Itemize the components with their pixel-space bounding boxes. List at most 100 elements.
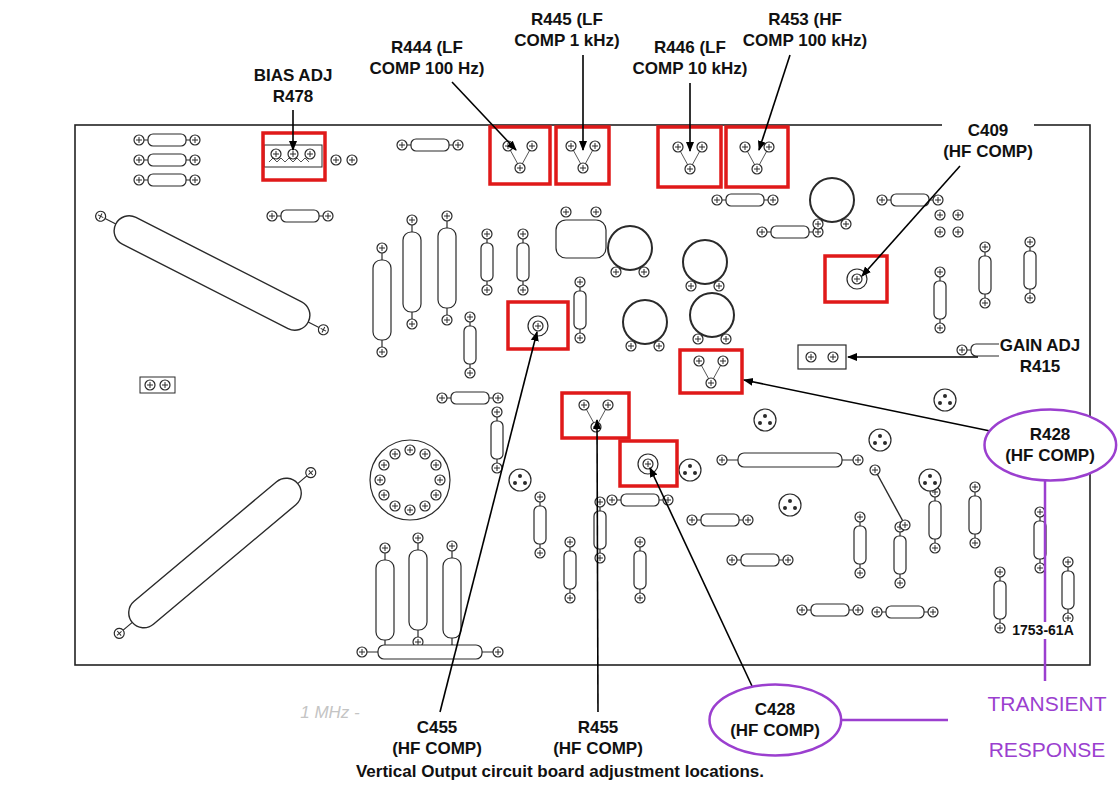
highlight-box [508, 302, 568, 349]
board-number: 1753-61A [1011, 622, 1075, 639]
resistor-symbol [969, 482, 981, 548]
resistor-symbol [437, 392, 503, 404]
pad-cluster [935, 210, 963, 237]
line-spacer [796, 699, 821, 720]
line-spacer [604, 9, 621, 30]
leader-arrow [452, 82, 516, 150]
resistor-symbol [534, 492, 546, 558]
line-spacer [729, 699, 754, 720]
resistor-symbol [757, 226, 823, 238]
part-label: R445 (LF COMP 1 kHz) [513, 9, 621, 51]
trimmer-capacitor [528, 316, 548, 336]
resistor-symbol [267, 210, 333, 222]
trimmer-resistor [579, 400, 613, 432]
capacitor-symbol [690, 293, 734, 344]
handwritten-note: 1 MHz - [299, 702, 361, 723]
resistor-symbol [894, 522, 906, 588]
line-spacer [942, 120, 967, 141]
part-label: C409 (HF COMP) [942, 120, 1034, 162]
line-spacer [369, 37, 391, 58]
trimmer-capacitor [638, 454, 658, 474]
highlight-box [263, 133, 325, 180]
leader-arrow [440, 332, 537, 712]
capacitor-symbol [556, 207, 606, 258]
line-spacer [458, 717, 483, 738]
ic-socket [370, 440, 450, 520]
resistor-symbol [438, 211, 456, 325]
bracket-line [1044, 476, 1047, 688]
part-label: R455 (HF COMP) [552, 717, 644, 759]
line-spacer [742, 9, 768, 30]
part-label: R444 (LF COMP 100 Hz) [369, 37, 486, 79]
board-outline [75, 125, 1090, 665]
line-spacer [1071, 424, 1096, 445]
trimmer-resistor [740, 142, 774, 174]
highlight-box [620, 441, 677, 486]
leader-arrow [292, 110, 294, 150]
callout-ellipse: C428 (HF COMP) [708, 683, 843, 757]
resistor-symbol [854, 512, 866, 578]
leader-arrow [689, 83, 691, 151]
leader-arrow [848, 356, 978, 358]
line-spacer [391, 717, 416, 738]
transistor-symbol [509, 469, 531, 491]
line-spacer [619, 717, 644, 738]
resistor-symbol [727, 554, 793, 566]
power-resistor [106, 458, 324, 648]
resistor-symbol [517, 229, 529, 295]
highlight-box [680, 350, 742, 393]
resistor-symbol [574, 277, 586, 343]
capacitor-symbol [810, 178, 854, 229]
resistor-symbol [403, 215, 421, 329]
resistor-symbol [373, 243, 391, 357]
resistor-symbol [712, 194, 778, 206]
highlight-boxes [263, 127, 887, 486]
line-spacer [464, 37, 486, 58]
line-spacer [513, 9, 530, 30]
transistor-symbol [679, 459, 701, 481]
highlight-box [726, 127, 788, 187]
transistor-symbol [869, 429, 891, 451]
leader-arrow [582, 55, 584, 150]
resistor-symbol [872, 606, 938, 618]
highlight-box [490, 127, 550, 184]
leader-arrow [744, 380, 995, 432]
part-label: C455 (HF COMP) [391, 717, 483, 759]
leader-arrow [650, 468, 752, 686]
resistor-symbol [397, 139, 463, 151]
resistor-symbol [134, 154, 200, 166]
transistor-symbol [934, 389, 956, 411]
leader-arrow [862, 166, 960, 276]
resistor-symbol [376, 543, 394, 657]
resistor-symbol [481, 229, 493, 295]
capacitor-symbol [623, 300, 667, 351]
leader-arrow [597, 420, 598, 712]
leader-arrow [759, 55, 790, 150]
highlight-box [562, 393, 629, 438]
ellipse-outline [983, 408, 1118, 482]
resistor-symbol [564, 537, 576, 603]
resistor-symbol [934, 267, 946, 333]
gain-trimmer [798, 345, 846, 369]
pad-pair [140, 377, 175, 393]
bracket-line [836, 719, 948, 722]
resistor-symbol [929, 487, 941, 553]
leader-lines [293, 55, 995, 712]
resistor-symbol [134, 174, 200, 186]
resistor-symbol [1062, 557, 1074, 623]
resistor-symbol [491, 407, 503, 473]
resistor-symbol [464, 312, 476, 378]
capacitor-symbol [683, 240, 727, 291]
callout-text: C428 (HF COMP) [729, 699, 821, 741]
power-resistor [89, 201, 334, 346]
callout-text: R428 (HF COMP) [1004, 424, 1096, 466]
ellipse-outline [709, 685, 841, 756]
line-spacer [552, 717, 577, 738]
resistor-symbol [1024, 237, 1036, 303]
resistor-symbol [797, 604, 863, 616]
capacitor-symbol [608, 226, 652, 277]
part-label: R453 (HF COMP 100 kHz) [742, 9, 869, 51]
resistor-symbol [687, 514, 753, 526]
resistor-symbol [409, 533, 427, 647]
